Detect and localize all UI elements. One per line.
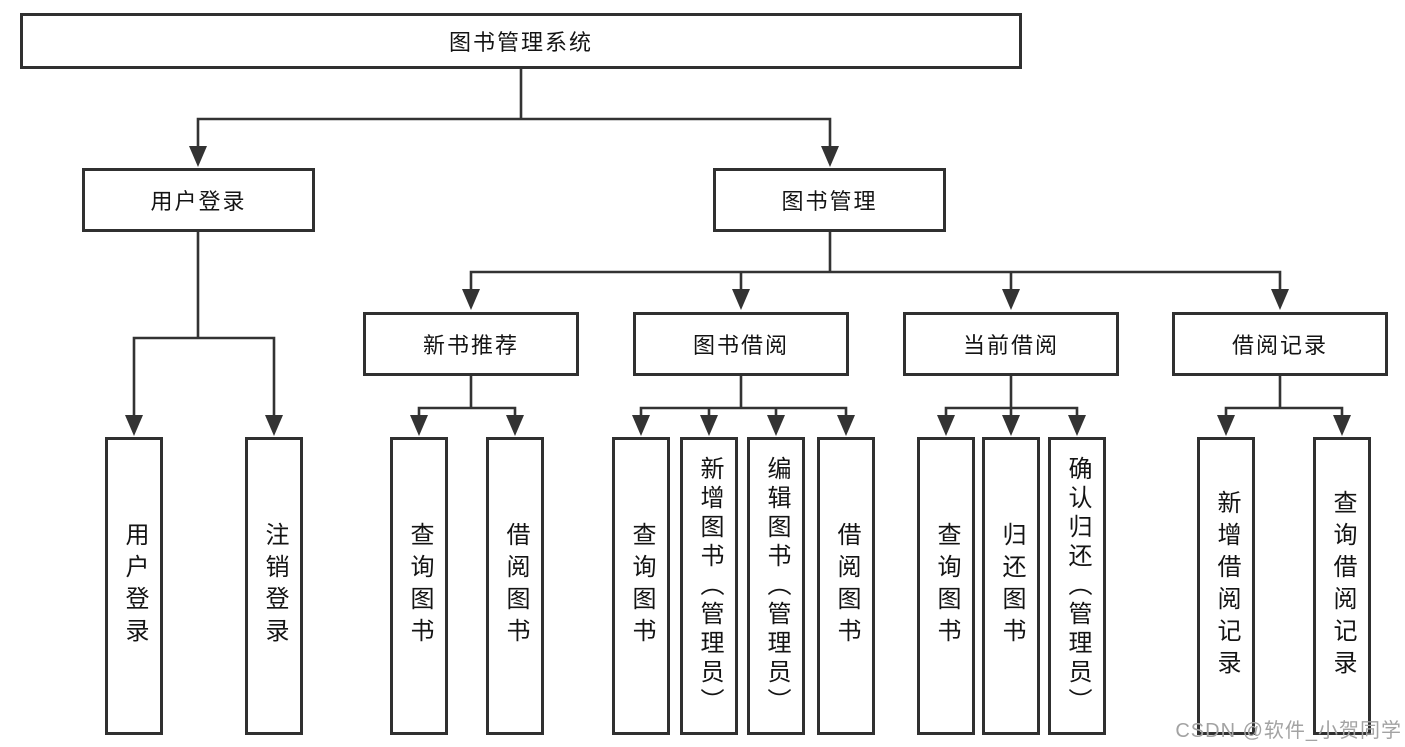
arrowhead — [1002, 415, 1020, 436]
leaf-query-books-current-label: 查询图书 — [933, 522, 960, 650]
tree-branch-lines — [132, 66, 1344, 421]
leaf-query-books-borrowing-label: 查询图书 — [628, 522, 655, 650]
node-root-label: 图书管理系统 — [448, 30, 593, 55]
node-book-borrowing: 图书借阅 — [633, 312, 849, 376]
leaf-user-login-label: 用户登录 — [121, 522, 148, 650]
node-current-borrowing: 当前借阅 — [903, 312, 1119, 376]
arrowhead — [837, 415, 855, 436]
arrowhead — [632, 415, 650, 436]
arrowhead — [1068, 415, 1086, 436]
leaf-add-book-admin: 新增图书（管理员） — [680, 437, 738, 735]
leaf-borrow-books-borrowing: 借阅图书 — [817, 437, 875, 735]
leaf-confirm-return-admin: 确认归还（管理员） — [1048, 437, 1106, 735]
node-user-login: 用户登录 — [82, 168, 315, 232]
arrowhead — [189, 146, 207, 167]
arrowhead — [125, 415, 143, 436]
leaf-return-books-label: 归还图书 — [998, 522, 1025, 650]
csdn-watermark: CSDN @软件_小贺同学 — [1175, 720, 1402, 742]
arrowheads — [125, 146, 1351, 436]
node-book-management: 图书管理 — [713, 168, 946, 232]
node-new-book-recommendation: 新书推荐 — [363, 312, 579, 376]
leaf-borrow-books-borrowing-label: 借阅图书 — [833, 522, 860, 650]
arrowhead — [821, 146, 839, 167]
leaf-query-books-borrowing: 查询图书 — [612, 437, 670, 735]
node-user-login-label: 用户登录 — [150, 189, 247, 214]
node-book-borrowing-label: 图书借阅 — [692, 333, 789, 358]
arrowhead — [462, 289, 480, 310]
leaf-query-borrow-record: 查询借阅记录 — [1313, 437, 1371, 735]
arrowhead — [767, 415, 785, 436]
arrowhead — [1333, 415, 1351, 436]
arrowhead — [937, 415, 955, 436]
node-root: 图书管理系统 — [20, 13, 1022, 69]
arrowhead — [732, 289, 750, 310]
leaf-borrow-books-recommend: 借阅图书 — [486, 437, 544, 735]
arrowhead — [265, 415, 283, 436]
node-book-management-label: 图书管理 — [781, 189, 878, 214]
arrowhead — [700, 415, 718, 436]
node-new-book-recommendation-label: 新书推荐 — [422, 333, 519, 358]
leaf-add-book-admin-label: 新增图书（管理员） — [696, 455, 723, 717]
arrowhead — [1217, 415, 1235, 436]
node-borrowing-records-label: 借阅记录 — [1231, 333, 1328, 358]
leaf-add-borrow-record-label: 新增借阅记录 — [1213, 490, 1240, 682]
leaf-return-books: 归还图书 — [982, 437, 1040, 735]
arrowhead — [1002, 289, 1020, 310]
leaf-borrow-books-recommend-label: 借阅图书 — [502, 522, 529, 650]
leaf-query-books-recommend-label: 查询图书 — [406, 522, 433, 650]
leaf-logout: 注销登录 — [245, 437, 303, 735]
leaf-edit-book-admin-label: 编辑图书（管理员） — [763, 455, 790, 717]
leaf-query-borrow-record-label: 查询借阅记录 — [1329, 490, 1356, 682]
leaf-logout-label: 注销登录 — [261, 522, 288, 650]
leaf-user-login: 用户登录 — [105, 437, 163, 735]
node-current-borrowing-label: 当前借阅 — [962, 333, 1059, 358]
node-borrowing-records: 借阅记录 — [1172, 312, 1388, 376]
arrowhead — [506, 415, 524, 436]
leaf-add-borrow-record: 新增借阅记录 — [1197, 437, 1255, 735]
leaf-edit-book-admin: 编辑图书（管理员） — [747, 437, 805, 735]
arrowhead — [410, 415, 428, 436]
arrowhead — [1271, 289, 1289, 310]
leaf-query-books-current: 查询图书 — [917, 437, 975, 735]
leaf-confirm-return-admin-label: 确认归还（管理员） — [1064, 455, 1091, 717]
leaf-query-books-recommend: 查询图书 — [390, 437, 448, 735]
